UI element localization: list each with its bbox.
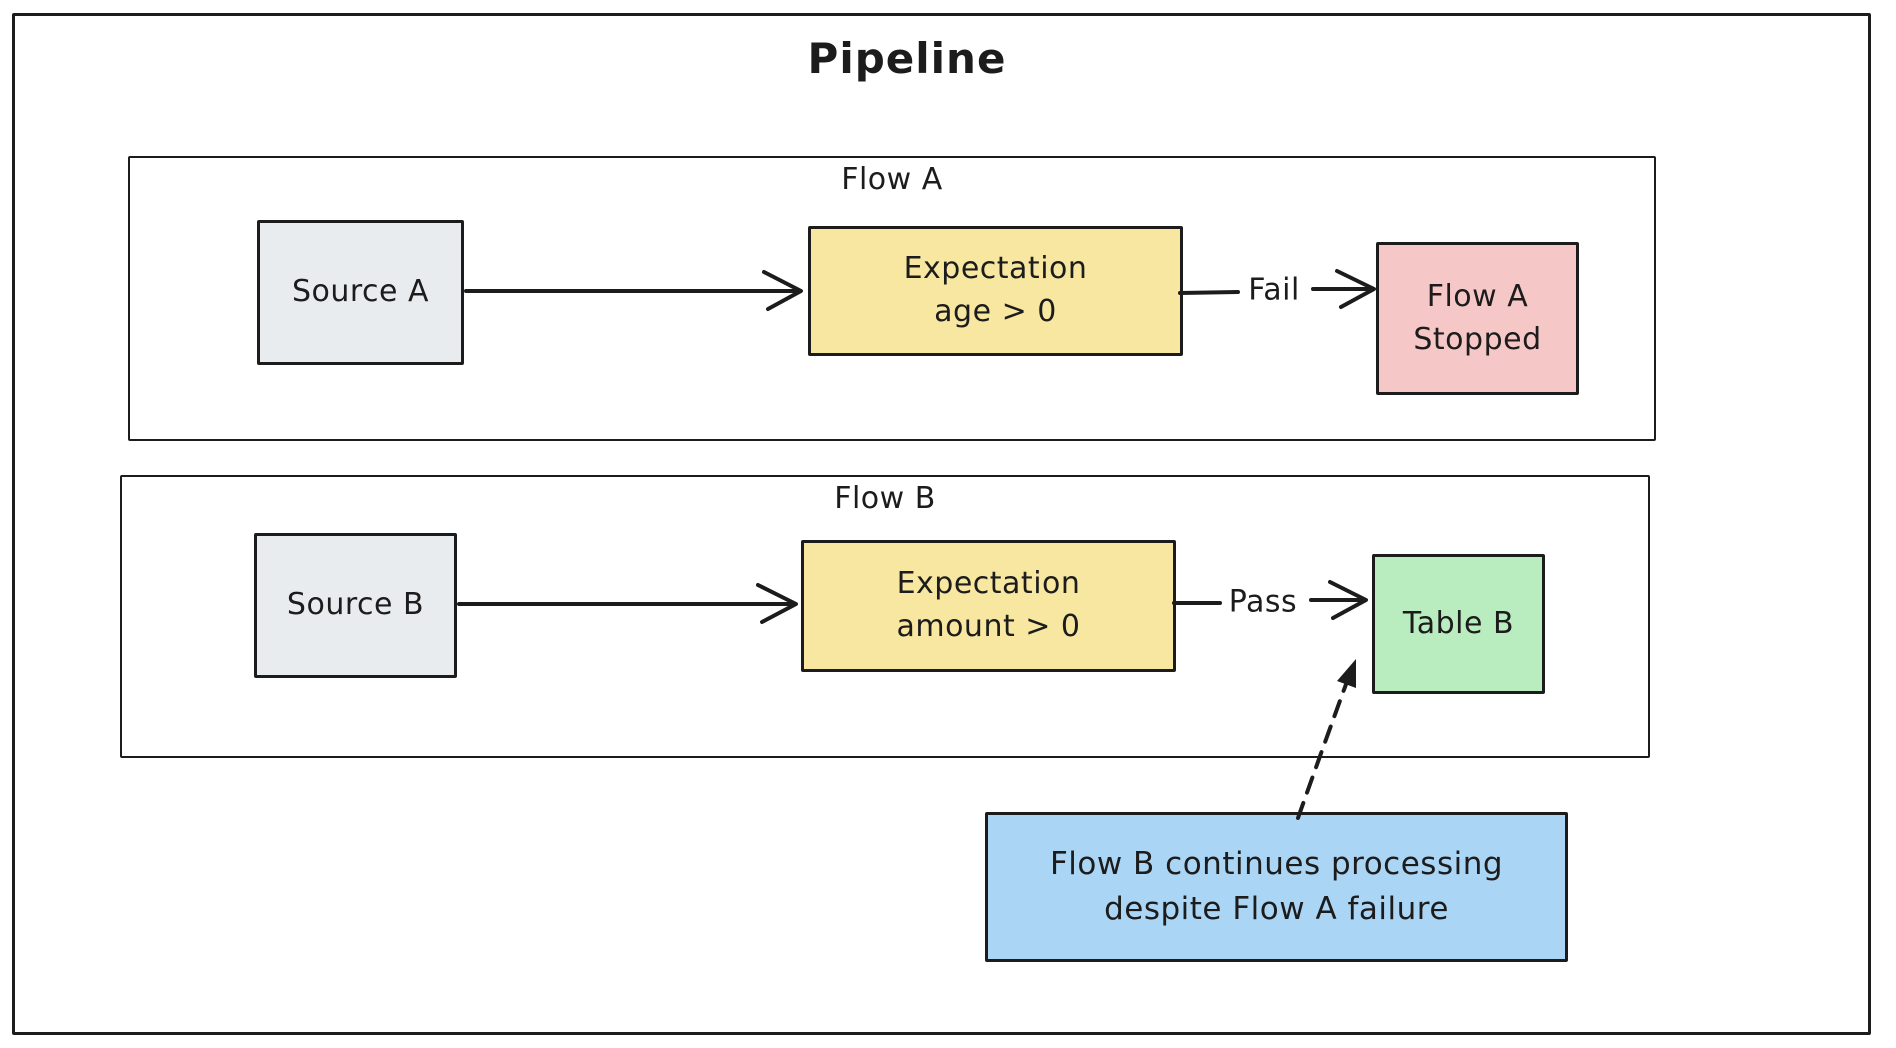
flow-a-stopped-node: Flow A Stopped bbox=[1376, 242, 1579, 395]
flow-a-stopped-line2: Stopped bbox=[1413, 321, 1542, 357]
note-node: Flow B continues processing despite Flow… bbox=[985, 812, 1568, 962]
pass-edge-label: Pass bbox=[1222, 584, 1304, 620]
flow-b-frame bbox=[120, 475, 1650, 758]
expectation-b-line2: amount > 0 bbox=[896, 609, 1081, 644]
flow-a-stopped-line1: Flow A bbox=[1426, 278, 1529, 314]
expectation-a-line2: age > 0 bbox=[934, 294, 1057, 329]
source-b-node: Source B bbox=[254, 533, 457, 678]
table-b-label: Table B bbox=[1402, 605, 1515, 641]
flow-b-label: Flow B bbox=[834, 481, 936, 516]
pipeline-frame bbox=[12, 13, 1871, 1035]
expectation-b-node: Expectation amount > 0 bbox=[801, 540, 1176, 672]
source-b-label: Source B bbox=[286, 587, 425, 623]
source-a-node: Source A bbox=[257, 220, 464, 365]
expectation-a-line1: Expectation bbox=[903, 251, 1088, 287]
source-a-label: Source A bbox=[291, 274, 430, 310]
expectation-b-line1: Expectation bbox=[896, 566, 1081, 602]
note-line2: despite Flow A failure bbox=[1104, 891, 1449, 927]
expectation-a-node: Expectation age > 0 bbox=[808, 226, 1183, 356]
fail-edge-label: Fail bbox=[1242, 272, 1306, 308]
flow-a-label: Flow A bbox=[841, 162, 943, 197]
flow-a-frame bbox=[128, 156, 1656, 441]
page-title: Pipeline bbox=[807, 34, 1007, 83]
note-line1: Flow B continues processing bbox=[1049, 846, 1504, 883]
table-b-node: Table B bbox=[1372, 554, 1545, 694]
